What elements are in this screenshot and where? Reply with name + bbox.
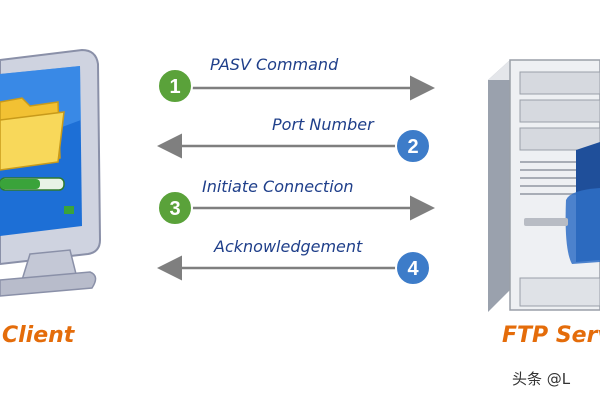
watermark: 头条 @L [512,370,571,388]
step-badge-4: 4 [395,250,431,286]
step-number-3: 3 [169,198,180,220]
ftp-server-icon [488,59,600,312]
step-badge-3: 3 [157,190,193,226]
step-label-pasv-command: PASV Command [210,55,339,74]
step-label-port-number: Port Number [272,115,374,134]
step-label-acknowledgement: Acknowledgement [214,237,363,256]
step-number-1: 1 [169,76,180,98]
step-number-2: 2 [407,136,418,158]
step-badge-2: 2 [395,128,431,164]
step-number-4: 4 [407,258,419,280]
step-label-initiate-connection: Initiate Connection [202,177,354,196]
step-badge-1: 1 [157,68,193,104]
client-label: Client [2,323,75,348]
server-label: FTP Serv [502,323,600,348]
client-computer-icon [0,48,102,297]
